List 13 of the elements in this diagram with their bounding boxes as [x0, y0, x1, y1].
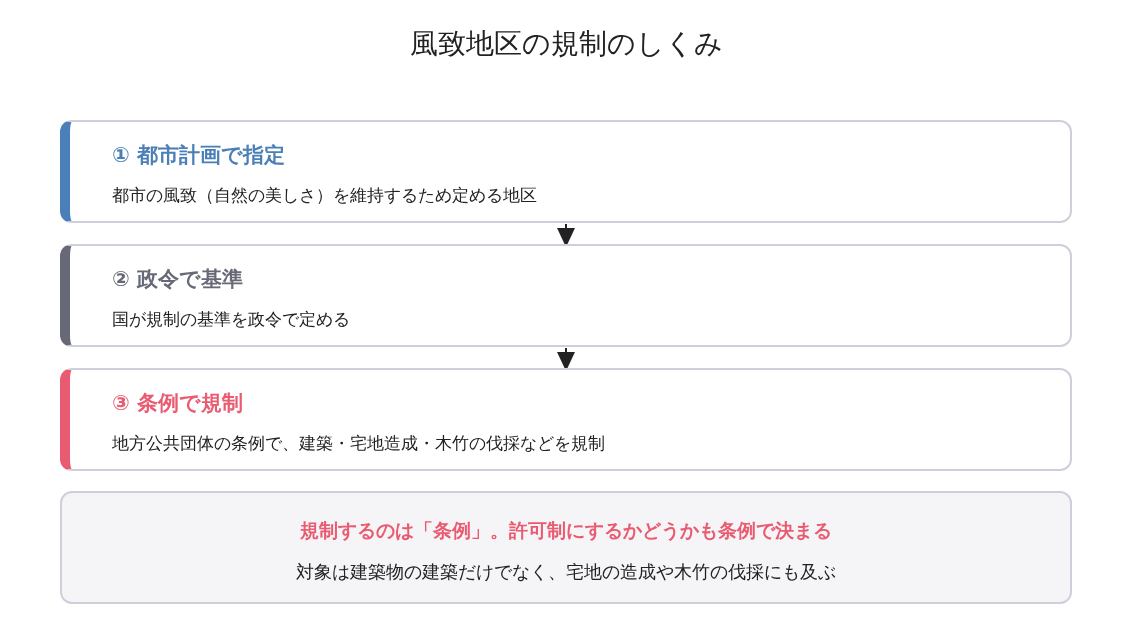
step-description: 国が規制の基準を政令で定める: [112, 308, 350, 331]
step-box: [60, 244, 1072, 347]
step-box: [60, 120, 1072, 223]
step-heading: ③ 条例で規制: [112, 390, 244, 417]
note-box: [60, 491, 1072, 604]
note-heading: 規制するのは「条例」。許可制にするかどうかも条例で決まる: [299, 518, 833, 543]
step-heading: ② 政令で基準: [112, 266, 244, 293]
step-description: 都市の風致（自然の美しさ）を維持するため定める地区: [112, 184, 537, 207]
step-heading: ① 都市計画で指定: [112, 142, 286, 169]
step-box: [60, 368, 1072, 471]
diagram-title: 風致地区の規制のしくみ: [408, 26, 724, 62]
step-description: 地方公共団体の条例で、建築・宅地造成・木竹の伐採などを規制: [112, 432, 605, 455]
note-text: 対象は建築物の建築だけでなく、宅地の造成や木竹の伐採にも及ぶ: [295, 560, 837, 584]
